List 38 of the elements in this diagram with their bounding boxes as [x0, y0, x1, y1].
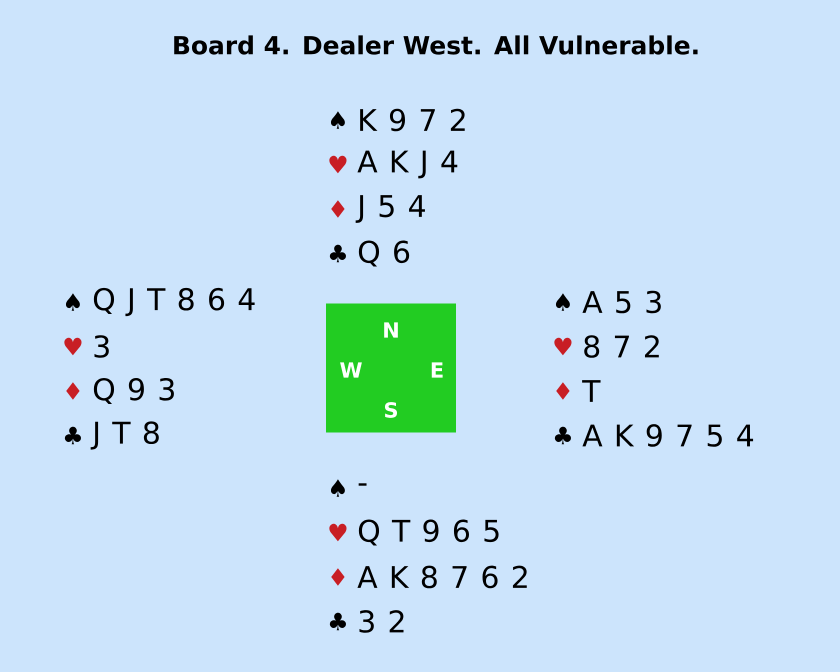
compass-letter: E: [432, 362, 443, 378]
suit-symbol: ♥: [64, 338, 82, 356]
suit-symbol: ♥: [329, 156, 347, 174]
card-ranks: 3: [94, 335, 109, 358]
suit-symbol: ♥: [329, 524, 347, 542]
card-ranks: 3 2: [359, 610, 404, 633]
card-ranks: Q J T 8 6 4: [94, 288, 255, 316]
card-ranks: K 9 7 2: [360, 108, 465, 132]
card-ranks: A K 8 7 6 2: [357, 566, 527, 588]
suit-symbol: ♠: [330, 111, 345, 129]
suit-symbol: ♣: [330, 612, 346, 630]
card-ranks: Q 9 3: [94, 378, 174, 404]
card-ranks: J T 8: [90, 421, 159, 450]
card-ranks: A 5 3: [582, 290, 661, 314]
compass-letter: W: [340, 362, 362, 378]
compass-box: [326, 304, 456, 432]
suit-symbol: ♥: [554, 338, 572, 356]
suit-symbol: ♣: [330, 244, 346, 262]
suit-symbol: ♦: [331, 568, 345, 586]
card-ranks: T: [582, 380, 601, 402]
suit-symbol: ♣: [554, 426, 571, 444]
title: Board 4. Dealer West. All Vulnerable.: [174, 35, 698, 55]
suit-symbol: ♠: [330, 479, 345, 497]
suit-symbol: ♠: [556, 293, 570, 311]
suit-symbol: ♠: [66, 293, 80, 311]
card-ranks: A K 9 7 5 4: [582, 424, 754, 447]
card-ranks: Q 6: [358, 240, 410, 267]
suit-symbol: ♦: [556, 382, 570, 400]
card-ranks: Q T 9 6 5: [358, 519, 499, 546]
card-ranks: -: [358, 483, 367, 486]
suit-symbol: ♦: [331, 200, 345, 218]
suit-symbol: ♣: [64, 426, 81, 444]
compass-letter: S: [384, 402, 397, 418]
card-ranks: J 5 4: [356, 195, 425, 223]
suit-symbol: ♦: [66, 382, 80, 400]
card-ranks: A K J 4: [357, 150, 458, 178]
compass-letter: N: [384, 322, 398, 338]
card-ranks: 8 7 2: [584, 335, 659, 358]
